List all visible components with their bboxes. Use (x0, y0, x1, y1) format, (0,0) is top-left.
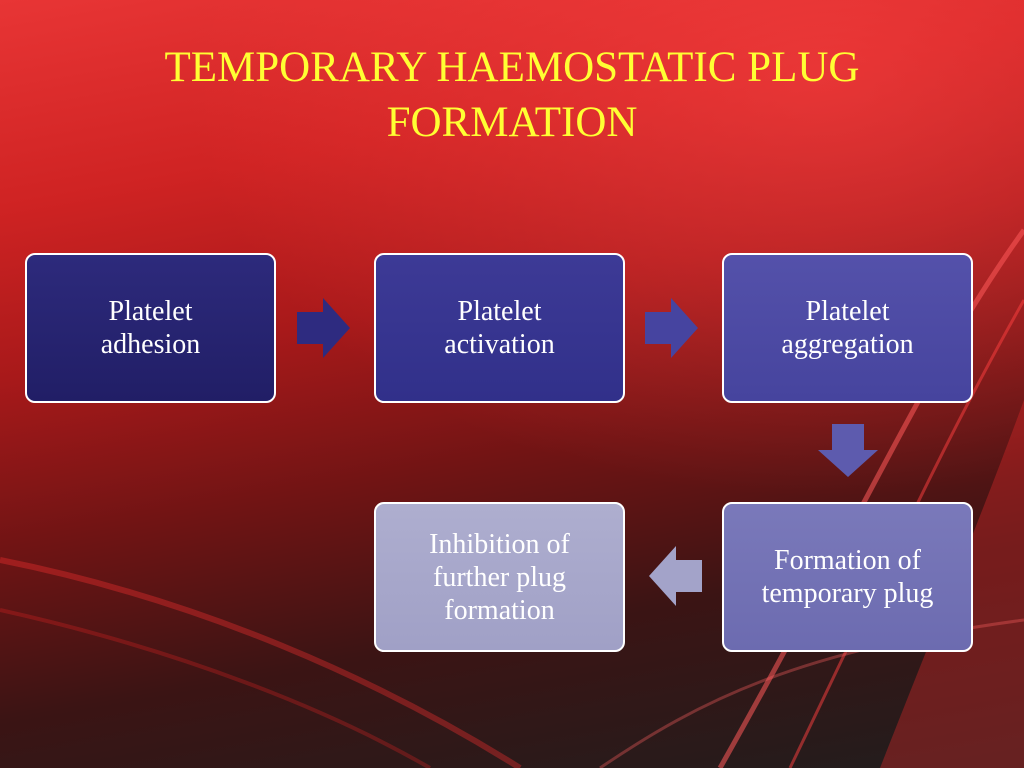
arrow-right-icon (297, 298, 350, 358)
step-platelet-activation: Platelet activation (374, 253, 625, 403)
title-line-1: TEMPORARY HAEMOSTATIC PLUG (164, 44, 860, 91)
step-5-line-2: further plug (433, 562, 566, 593)
arrow-down-icon (818, 424, 878, 477)
step-1-line-1: Platelet (108, 296, 193, 327)
step-3-line-2: aggregation (781, 329, 914, 360)
step-4-line-2: temporary plug (761, 578, 934, 609)
step-2-line-2: activation (444, 329, 555, 360)
slide-title: TEMPORARY HAEMOSTATIC PLUG FORMATION (0, 40, 1024, 150)
step-formation-of-temporary-plug: Formation of temporary plug (722, 502, 973, 652)
step-5-line-1: Inhibition of (429, 529, 570, 560)
step-1-line-2: adhesion (100, 329, 201, 360)
step-2-line-1: Platelet (457, 296, 542, 327)
step-3-line-1: Platelet (805, 296, 890, 327)
step-5-line-3: formation (444, 595, 555, 626)
step-platelet-aggregation: Platelet aggregation (722, 253, 973, 403)
step-4-line-1: Formation of (774, 545, 921, 576)
step-inhibition-of-further-plug-formation: Inhibition of further plug formation (374, 502, 625, 652)
title-line-2: FORMATION (386, 99, 638, 146)
step-platelet-adhesion: Platelet adhesion (25, 253, 276, 403)
arrow-left-icon (649, 546, 702, 606)
arrow-right-icon (645, 298, 698, 358)
